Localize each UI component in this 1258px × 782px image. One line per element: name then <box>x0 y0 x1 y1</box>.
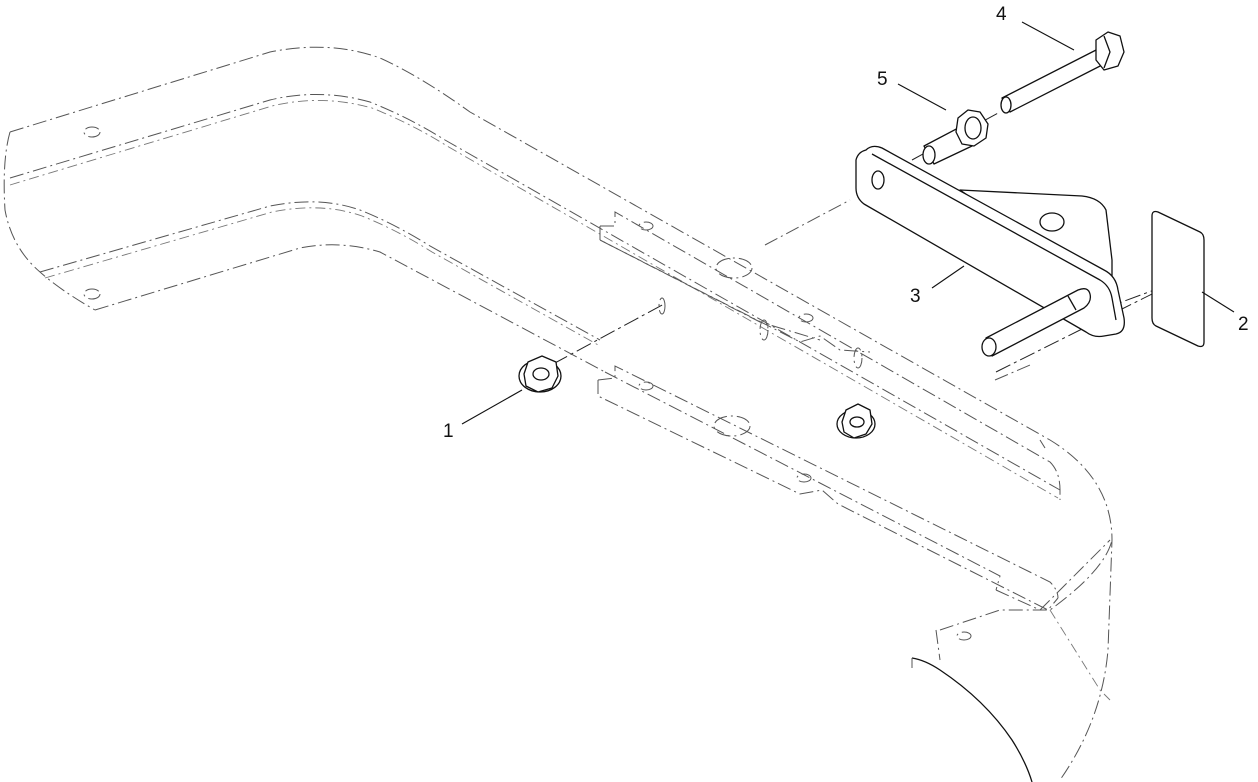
callout-2: 2 <box>1238 314 1249 335</box>
spacer-nut-part-5 <box>922 109 989 165</box>
decal-part-2 <box>1151 210 1205 348</box>
frame-holes <box>83 126 972 641</box>
bolt-part-4 <box>1000 31 1125 114</box>
leader-lines <box>461 21 1235 425</box>
flange-nut-part-1 <box>518 355 562 393</box>
flange-nut-installed <box>836 403 876 439</box>
callout-4: 4 <box>996 4 1007 25</box>
callout-5: 5 <box>877 69 888 90</box>
callout-3: 3 <box>910 286 921 307</box>
callout-1: 1 <box>443 421 454 442</box>
frame-phantom-outline <box>3 46 1113 782</box>
bracket-part-3 <box>855 145 1125 357</box>
